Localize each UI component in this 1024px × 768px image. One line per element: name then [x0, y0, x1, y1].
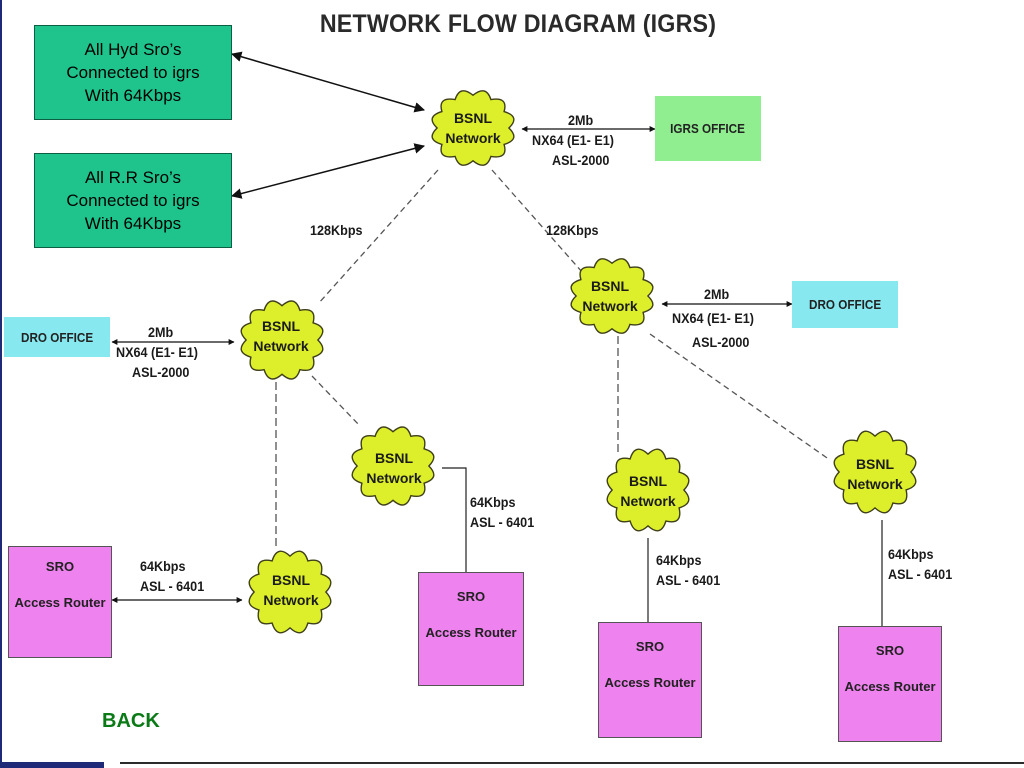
dro-left-link-type: NX64 (E1- E1): [116, 344, 198, 360]
sro-router-1-label: Access Router: [14, 595, 106, 610]
sro-router-3-title: SRO: [635, 639, 665, 654]
bottom-accent-bar: [0, 762, 104, 768]
igrs-link-model: ASL-2000: [552, 152, 610, 168]
sro-router-2: SRO Access Router: [418, 572, 524, 686]
link-sro-2: [442, 467, 467, 572]
link-right-far: [649, 333, 831, 461]
bottom-rule: [120, 762, 1024, 764]
cloud-mid-right-shape: [606, 448, 690, 532]
link-128-right-label: 128Kbps: [546, 222, 599, 238]
cloud-left-shape: [240, 300, 324, 380]
cloud-bottom-left-shape: [248, 550, 332, 634]
sro-router-2-title: SRO: [456, 589, 486, 604]
igrs-link-type: NX64 (E1- E1): [532, 132, 614, 148]
cloud-right-shape: [570, 258, 654, 334]
dro-right-link-label: 2Mb NX64 (E1- E1) ASL-2000: [672, 284, 763, 352]
link-top-right: [491, 169, 583, 273]
hyd-sro-box: All Hyd Sro’s Connected to igrs With 64K…: [34, 25, 232, 120]
sro-router-3: SRO Access Router: [598, 622, 702, 738]
cloud-mid-shape: [351, 426, 435, 506]
sro-router-1: SRO Access Router: [8, 546, 112, 658]
cloud-far-right-shape: [833, 430, 917, 514]
dro-left-link-bw: 2Mb: [148, 324, 174, 340]
dro-office-right-box: DRO OFFICE: [792, 281, 898, 328]
sro3-link-label: 64Kbps ASL - 6401: [656, 552, 721, 588]
dro-office-left-box: DRO OFFICE: [4, 317, 110, 357]
sro2-link-label: 64Kbps ASL - 6401: [470, 494, 535, 530]
dro-left-link-model: ASL-2000: [132, 364, 190, 380]
sro-router-4-label: Access Router: [844, 679, 936, 694]
sro-router-1-title: SRO: [45, 559, 75, 574]
igrs-office-label: IGRS OFFICE: [670, 121, 746, 136]
dro-right-link-bw: 2Mb: [704, 286, 730, 302]
dro-right-link-model: ASL-2000: [692, 334, 750, 350]
sro-router-4-title: SRO: [875, 643, 905, 658]
left-accent-bar: [0, 0, 2, 768]
igrs-office-box: IGRS OFFICE: [655, 96, 761, 161]
igrs-link-bw: 2Mb: [568, 112, 594, 128]
back-link[interactable]: BACK: [102, 710, 160, 732]
link-128-left-label: 128Kbps: [310, 222, 363, 238]
dro-office-right-label: DRO OFFICE: [808, 297, 882, 312]
hyd-link-arrow: [230, 51, 426, 113]
dro-right-link-type: NX64 (E1- E1): [672, 310, 754, 326]
sro-router-2-label: Access Router: [425, 625, 517, 640]
page-title: NETWORK FLOW DIAGRAM (IGRS): [319, 10, 717, 38]
dro-left-link-label: 2Mb NX64 (E1- E1) ASL-2000: [116, 322, 207, 382]
sro-router-4: SRO Access Router: [838, 626, 942, 742]
igrs-link-label: 2Mb NX64 (E1- E1) ASL-2000: [532, 110, 623, 170]
link-left-mid: [311, 375, 361, 427]
rr-sro-box: All R.R Sro’s Connected to igrs With 64K…: [34, 153, 232, 248]
cloud-top-shape: [431, 90, 515, 166]
rr-link-arrow: [230, 143, 426, 199]
sro1-link-label: 64Kbps ASL - 6401: [140, 558, 205, 594]
sro4-link-label: 64Kbps ASL - 6401: [888, 546, 953, 582]
dro-office-left-label: DRO OFFICE: [20, 329, 94, 345]
sro-router-3-label: Access Router: [604, 675, 696, 690]
